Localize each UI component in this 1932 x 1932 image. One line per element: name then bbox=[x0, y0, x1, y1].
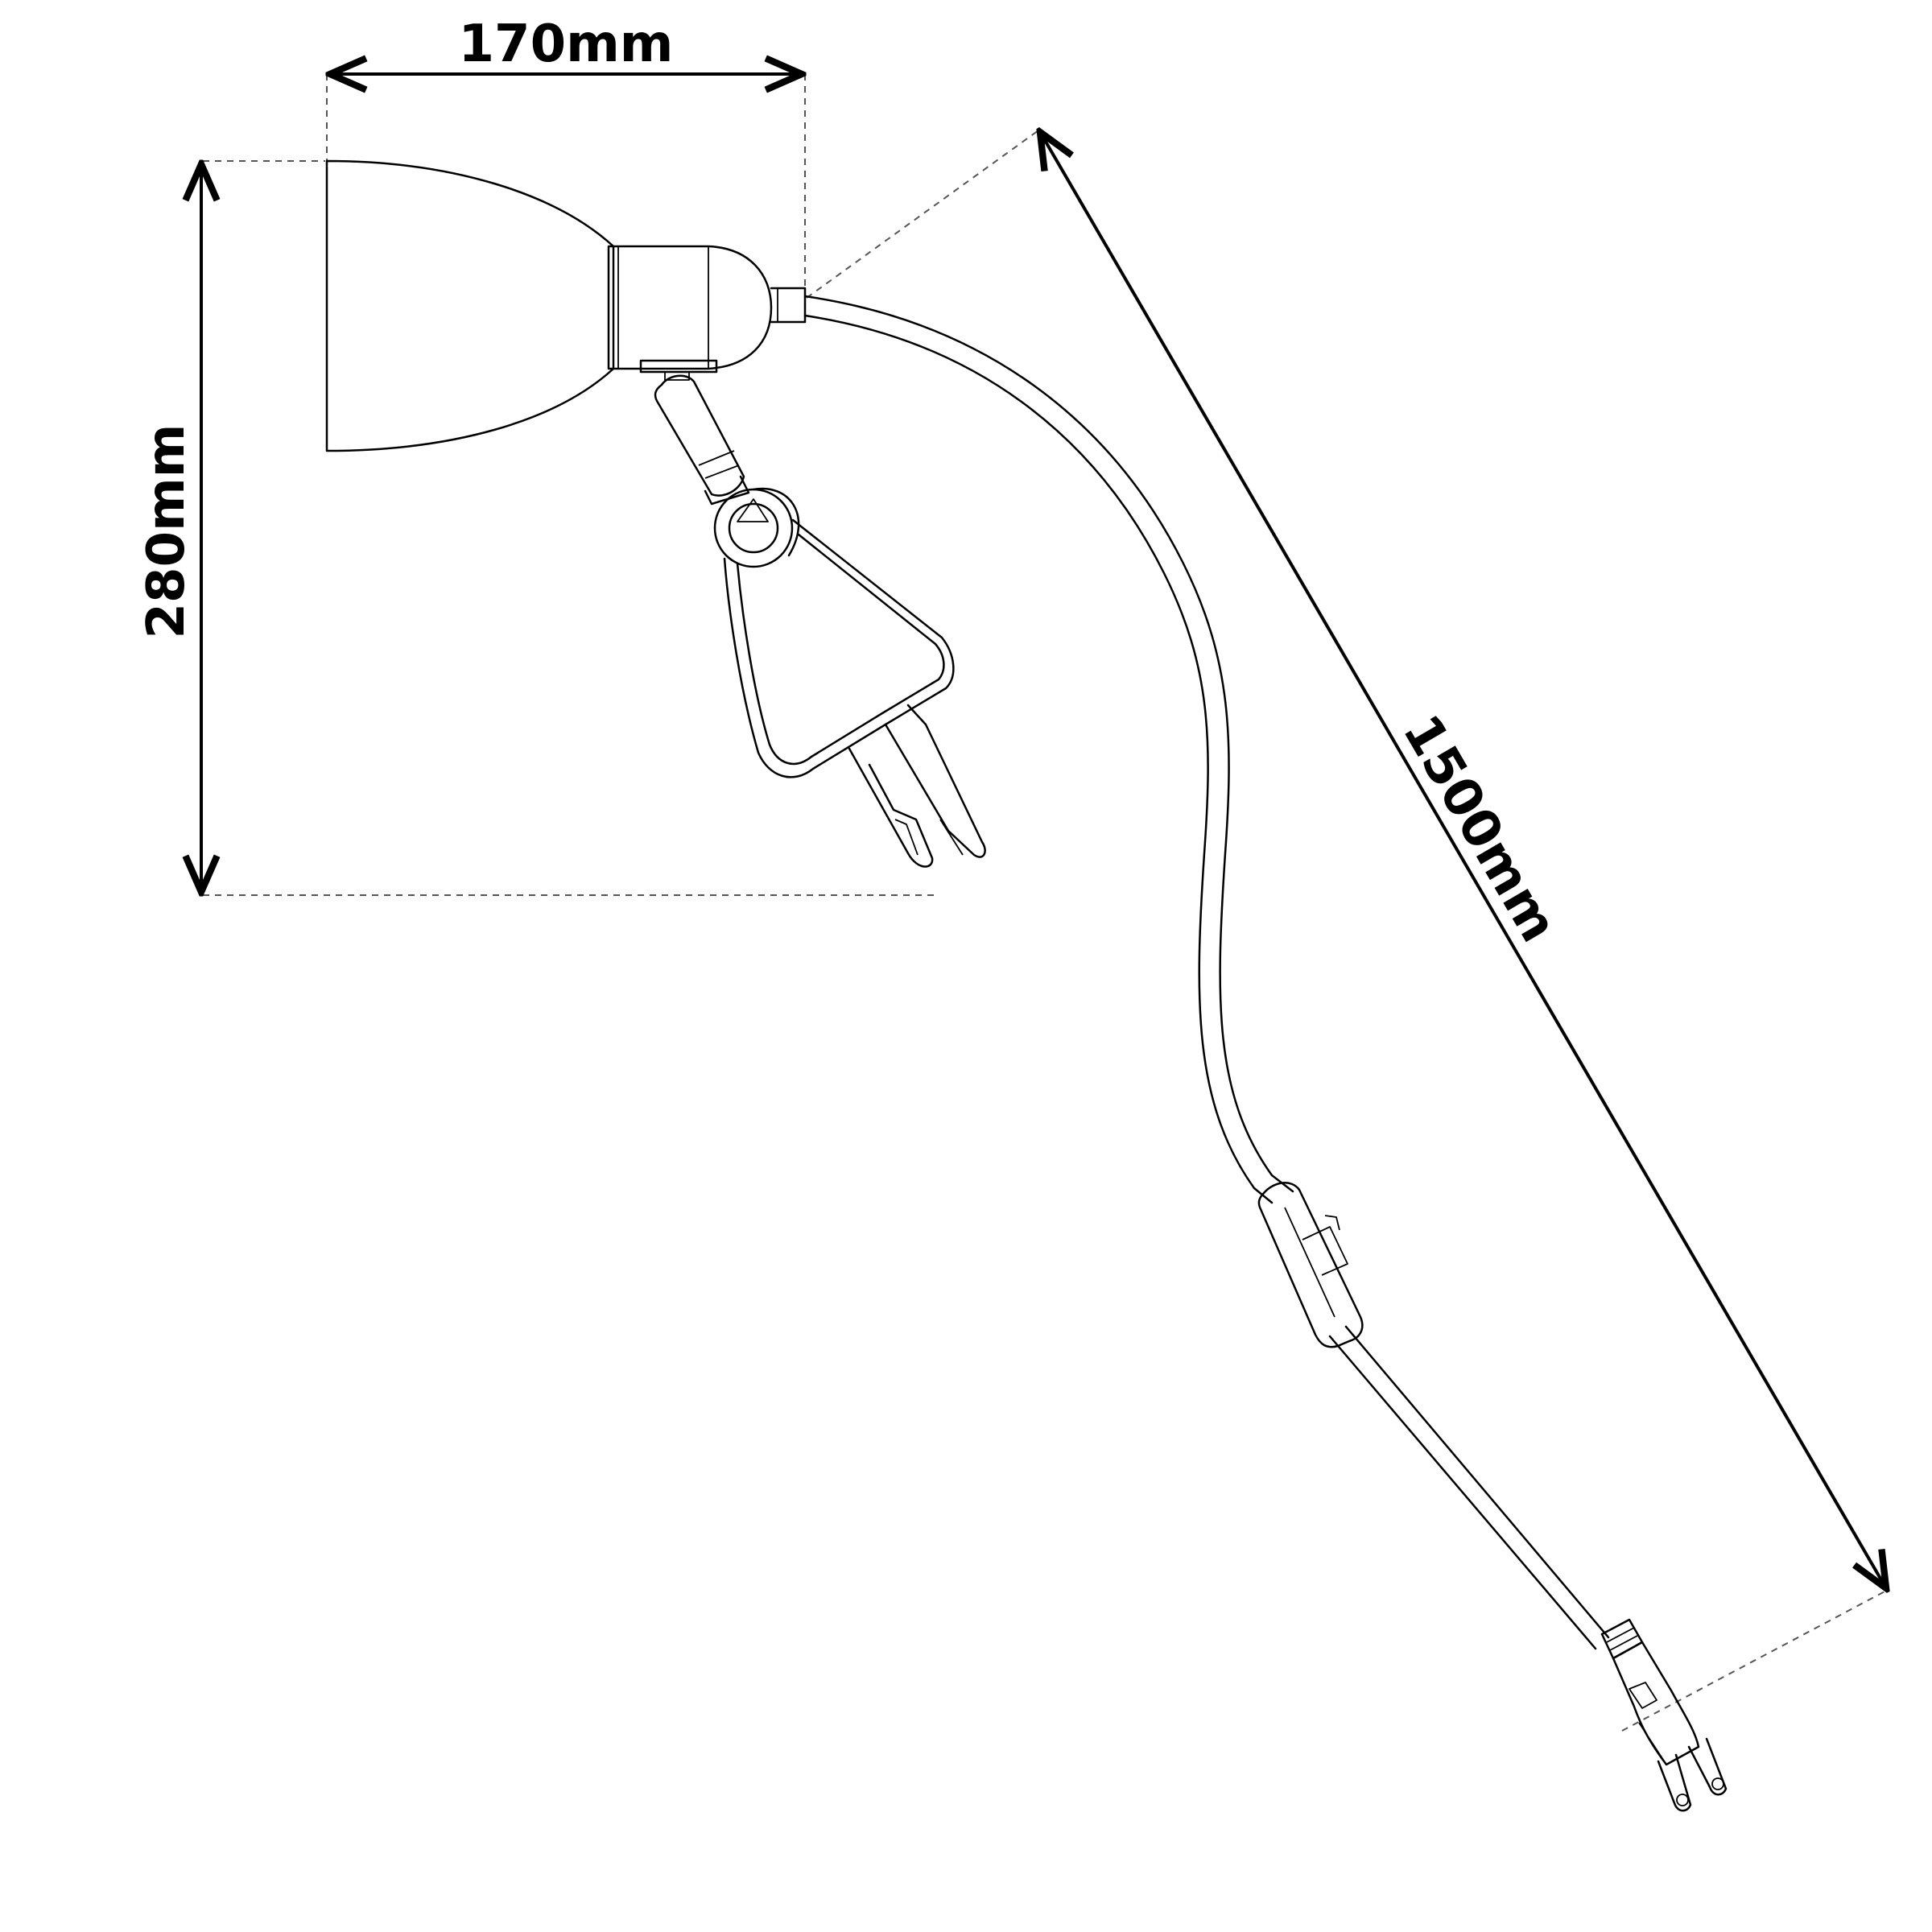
height-dimension: 280mm bbox=[137, 161, 934, 895]
width-dimension: 170mm bbox=[327, 14, 805, 298]
lamp-socket bbox=[607, 245, 807, 381]
clamp-clip bbox=[723, 518, 986, 868]
hinge-joint bbox=[713, 487, 800, 568]
cable-length-dimension: 1500mm bbox=[806, 130, 1889, 1732]
lamp-shade bbox=[325, 159, 615, 452]
inline-switch bbox=[1257, 1182, 1364, 1348]
cable-dimension-line bbox=[1040, 132, 1886, 1588]
swivel-arm bbox=[654, 374, 750, 506]
power-plug bbox=[1600, 1618, 1728, 1812]
width-label: 170mm bbox=[459, 14, 674, 74]
cable-guide-bottom bbox=[1621, 1589, 1889, 1732]
power-cable bbox=[803, 295, 1610, 1650]
cable-guide-top bbox=[806, 130, 1039, 299]
height-label: 280mm bbox=[137, 424, 196, 639]
cable-length-label: 1500mm bbox=[1391, 705, 1569, 952]
